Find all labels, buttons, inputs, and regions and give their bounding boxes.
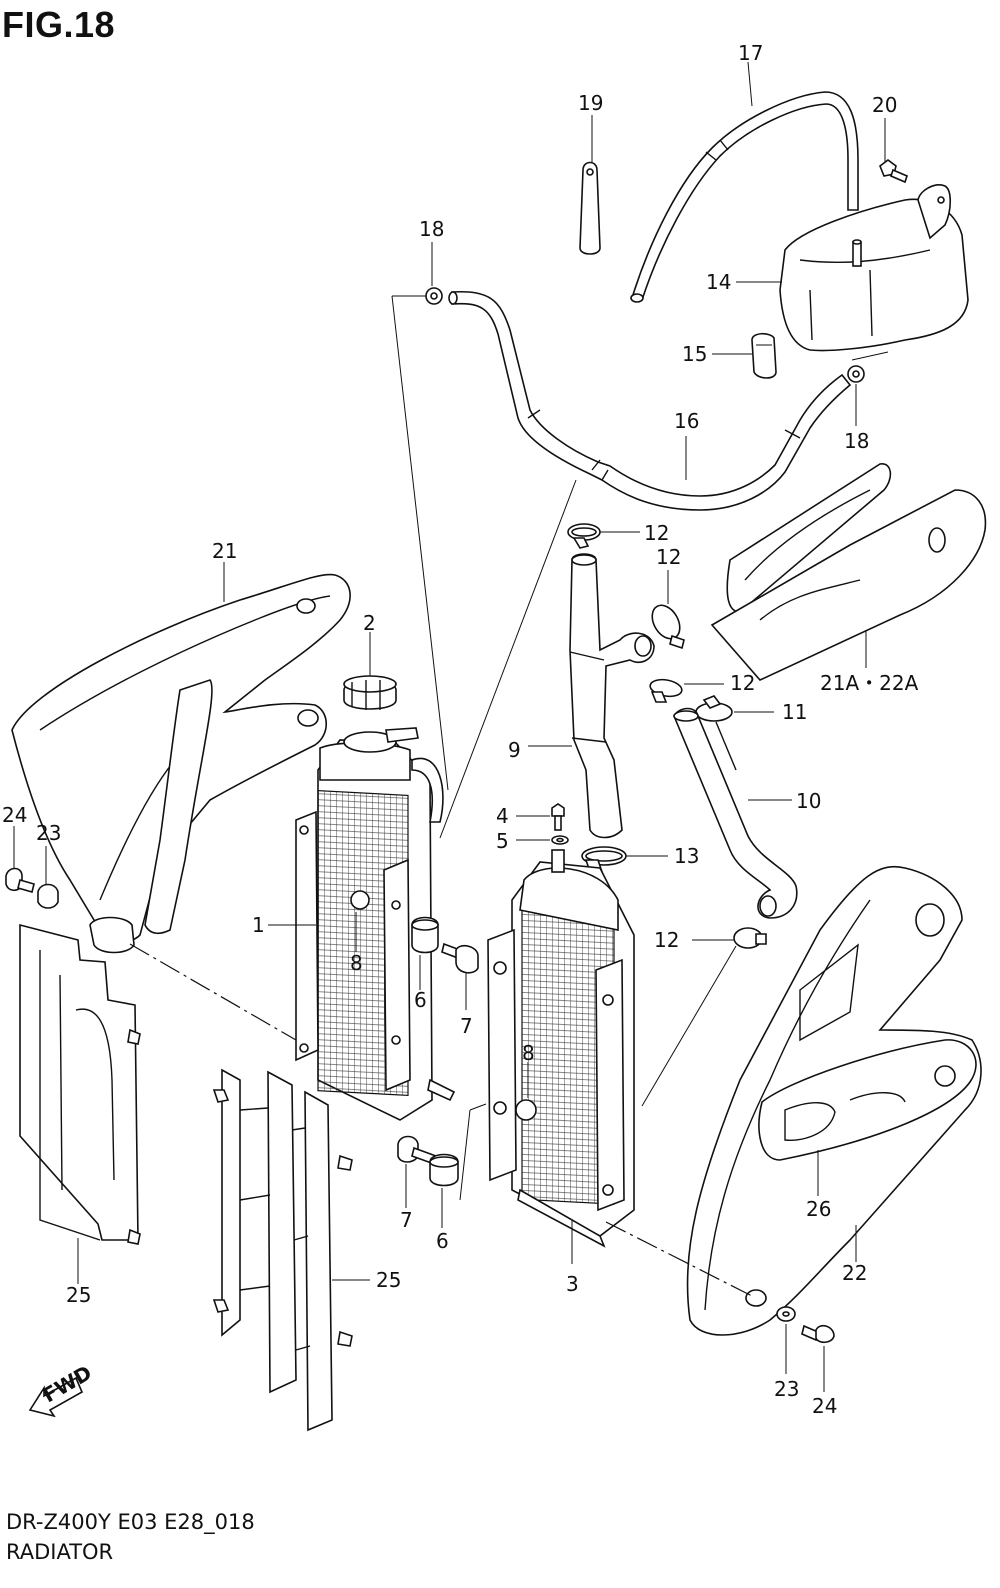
callout-22: 22	[842, 1261, 867, 1285]
hose-strap-part-19	[579, 115, 601, 255]
radiator-right-part-3	[487, 849, 635, 1264]
callout-13: 13	[674, 844, 699, 868]
hose-clip-part-18-lower	[847, 365, 865, 426]
breather-hose-part-16	[448, 290, 852, 511]
grommet-part-8-left	[350, 890, 370, 952]
bolt-part-20	[879, 118, 908, 184]
callout-11: 11	[782, 700, 807, 724]
callout-7: 7	[400, 1208, 413, 1232]
callout-19: 19	[578, 91, 603, 115]
cushion-part-6-right	[429, 1153, 459, 1228]
radiator-shroud-left-part-21	[11, 562, 351, 954]
callout-21: 21	[212, 539, 237, 563]
collar-part-23-right	[776, 1306, 796, 1374]
radiator-guard-right-part-25	[212, 1068, 370, 1432]
overflow-hose-part-17	[630, 61, 859, 303]
bolt-part-24-left	[5, 826, 35, 893]
callout-labels: 17 19 20 18 14 15 16 18 21 12 12 2 21A・2…	[2, 41, 919, 1418]
callout-23: 23	[774, 1377, 799, 1401]
callout-2: 2	[363, 611, 376, 635]
hose-clamp-part-12-a	[567, 523, 640, 549]
collar-part-23-left	[37, 846, 59, 909]
assembly-guide-lines	[129, 295, 889, 1297]
callout-1: 1	[252, 913, 265, 937]
callout-6: 6	[414, 988, 427, 1012]
callout-8: 8	[522, 1041, 535, 1065]
radiator-hose-part-9	[528, 553, 655, 839]
bolt-part-4	[516, 803, 565, 831]
callout-7: 7	[460, 1014, 473, 1038]
callout-4: 4	[496, 804, 509, 828]
callout-18: 18	[844, 429, 869, 453]
callout-6: 6	[436, 1229, 449, 1253]
callout-14: 14	[706, 270, 731, 294]
bolt-part-7-left	[441, 942, 479, 1010]
callout-12: 12	[654, 928, 679, 952]
radiator-left-part-1	[268, 727, 456, 1121]
callout-18: 18	[419, 217, 444, 241]
hose-clamp-part-11	[695, 695, 774, 722]
model-code: DR-Z400Y E03 E28_018	[6, 1510, 255, 1534]
callout-25: 25	[66, 1283, 91, 1307]
callout-20: 20	[872, 93, 897, 117]
figure-title: FIG.18	[2, 4, 116, 45]
callout-9: 9	[508, 738, 521, 762]
radiator-hose-part-10	[673, 707, 798, 919]
callout-5: 5	[496, 829, 509, 853]
washer-part-5	[516, 835, 569, 845]
decal-part-21a-22a	[710, 463, 987, 681]
radiator-guard-left-part-25	[19, 923, 141, 1284]
callout-26: 26	[806, 1197, 831, 1221]
reservoir-tank-part-14	[736, 184, 969, 352]
callout-25: 25	[376, 1268, 401, 1292]
hose-clamp-part-12-b	[651, 570, 685, 650]
cushion-part-6-left	[411, 916, 439, 990]
grommet-part-8-right	[515, 1062, 537, 1121]
section-name: RADIATOR	[6, 1540, 114, 1564]
hose-clamp-part-12-d	[692, 927, 767, 949]
bolt-part-24-right	[801, 1324, 835, 1392]
cushion-part-15	[712, 332, 777, 379]
callout-23: 23	[36, 821, 61, 845]
callout-24: 24	[812, 1394, 837, 1418]
forward-direction-arrow: FWD	[28, 1360, 96, 1418]
callout-3: 3	[566, 1272, 579, 1296]
callout-8: 8	[350, 951, 363, 975]
callout-12: 12	[644, 521, 669, 545]
callout-12: 12	[730, 671, 755, 695]
callout-24: 24	[2, 803, 27, 827]
callout-17: 17	[738, 41, 763, 65]
decal-part-26	[758, 1039, 977, 1196]
hose-clamp-part-12-c	[649, 678, 724, 703]
callout-16: 16	[674, 409, 699, 433]
radiator-cap-part-2	[343, 632, 397, 710]
callout-12: 12	[656, 545, 681, 569]
callout-15: 15	[682, 342, 707, 366]
hose-clip-part-18-upper	[425, 242, 443, 305]
callout-10: 10	[796, 789, 821, 813]
callout-21a-22a: 21A・22A	[820, 671, 919, 695]
